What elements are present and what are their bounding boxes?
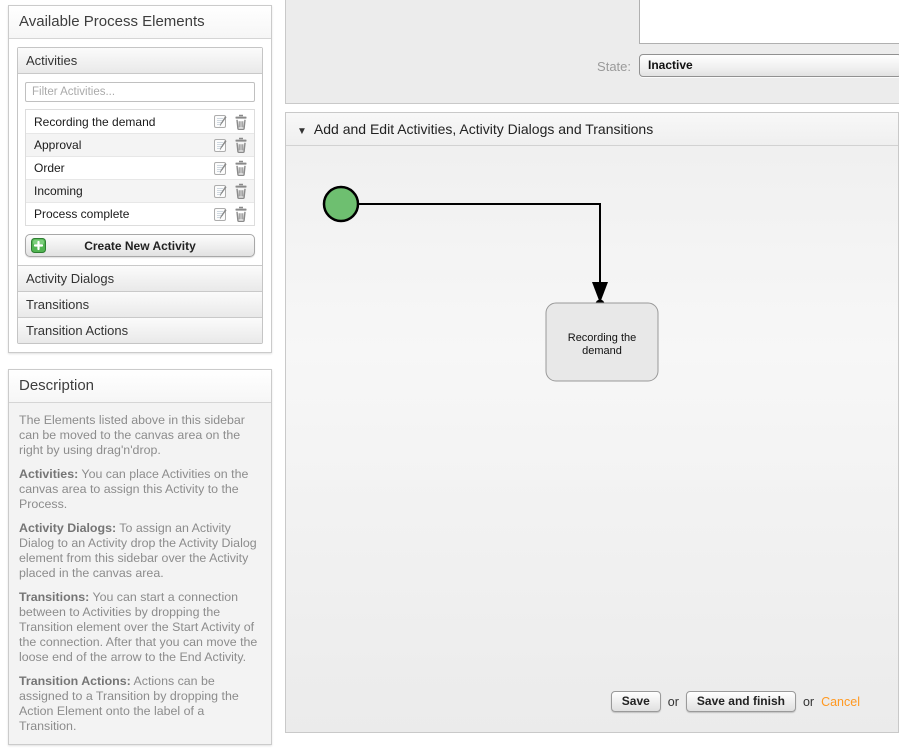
trash-icon[interactable]: [233, 160, 249, 176]
edit-icon[interactable]: [212, 206, 228, 222]
activities-list: Recording the demand App: [25, 109, 255, 226]
create-new-activity-label: Create New Activity: [84, 238, 196, 253]
list-item[interactable]: Incoming: [26, 179, 254, 202]
accordion-header-activities[interactable]: Activities: [18, 48, 262, 74]
form-footer: Save or Save and finish or Cancel: [610, 691, 860, 712]
save-and-finish-button[interactable]: Save and finish: [685, 691, 796, 712]
filter-activities-input[interactable]: [25, 82, 255, 102]
trash-icon[interactable]: [233, 137, 249, 153]
process-canvas[interactable]: Recording the demand Save or Save and fi…: [286, 146, 898, 732]
edit-icon[interactable]: [212, 137, 228, 153]
activity-node[interactable]: Recording the demand: [545, 302, 659, 382]
description-content: The Elements listed above in this sideba…: [9, 403, 271, 744]
sidebar: Available Process Elements Activities Re…: [8, 5, 272, 745]
canvas-section-panel: ▼ Add and Edit Activities, Activity Dialo…: [285, 112, 899, 733]
canvas-section-title: Add and Edit Activities, Activity Dialog…: [313, 121, 654, 137]
or-text: or: [667, 694, 679, 709]
activity-label: Process complete: [34, 207, 130, 221]
trash-icon[interactable]: [233, 114, 249, 130]
collapse-triangle-icon: ▼: [297, 126, 307, 137]
edit-icon[interactable]: [212, 114, 228, 130]
or-text: or: [802, 694, 815, 709]
accordion-header-transitions[interactable]: Transitions: [18, 291, 262, 317]
activity-label: Incoming: [34, 184, 83, 198]
edit-icon[interactable]: [212, 160, 228, 176]
description-paragraph: Transitions: You can start a connection …: [19, 590, 258, 664]
list-item[interactable]: Order: [26, 156, 254, 179]
activity-label: Approval: [34, 138, 82, 152]
process-elements-accordion: Activities Recording the demand: [17, 47, 263, 344]
transition-connector[interactable]: [359, 203, 601, 283]
list-item[interactable]: Approval: [26, 133, 254, 156]
process-form-panel: State: Inactive: [285, 0, 899, 104]
cancel-link[interactable]: Cancel: [821, 694, 860, 709]
create-new-activity-button[interactable]: Create New Activity: [25, 234, 255, 257]
state-label: State:: [597, 59, 631, 74]
list-item[interactable]: Process complete: [26, 202, 254, 225]
accordion-header-activity-dialogs[interactable]: Activity Dialogs: [18, 265, 262, 291]
activity-label: Recording the demand: [34, 114, 156, 129]
process-diagram: Recording the demand: [322, 185, 659, 382]
plus-icon: [31, 238, 46, 256]
accordion-header-transition-actions[interactable]: Transition Actions: [18, 317, 262, 343]
description-paragraph: Activity Dialogs: To assign an Activity …: [19, 521, 257, 580]
canvas-section-header[interactable]: ▼ Add and Edit Activities, Activity Dialo…: [286, 113, 898, 146]
available-process-elements-panel: Available Process Elements Activities Re…: [8, 5, 272, 353]
description-title: Description: [9, 370, 271, 403]
start-event-node[interactable]: [322, 185, 360, 223]
description-paragraph: Transition Actions: Actions can be assig…: [19, 674, 239, 733]
process-description-textarea[interactable]: [639, 0, 899, 44]
state-select[interactable]: Inactive: [639, 54, 899, 77]
trash-icon[interactable]: [233, 183, 249, 199]
activities-section: Recording the demand App: [18, 74, 262, 265]
list-item[interactable]: Recording the demand: [26, 110, 254, 133]
description-panel: Description The Elements listed above in…: [8, 369, 272, 745]
description-paragraph: The Elements listed above in this sideba…: [19, 413, 245, 457]
trash-icon[interactable]: [233, 206, 249, 222]
activity-label: Order: [34, 161, 65, 175]
activity-node-label-line2: demand: [582, 345, 622, 357]
panel-title: Available Process Elements: [9, 6, 271, 39]
activity-node-label-line1: Recording the: [568, 332, 637, 344]
save-button[interactable]: Save: [610, 691, 661, 712]
description-paragraph: Activities: You can place Activities on …: [19, 467, 249, 511]
edit-icon[interactable]: [212, 183, 228, 199]
arrowhead-icon: [592, 282, 608, 303]
